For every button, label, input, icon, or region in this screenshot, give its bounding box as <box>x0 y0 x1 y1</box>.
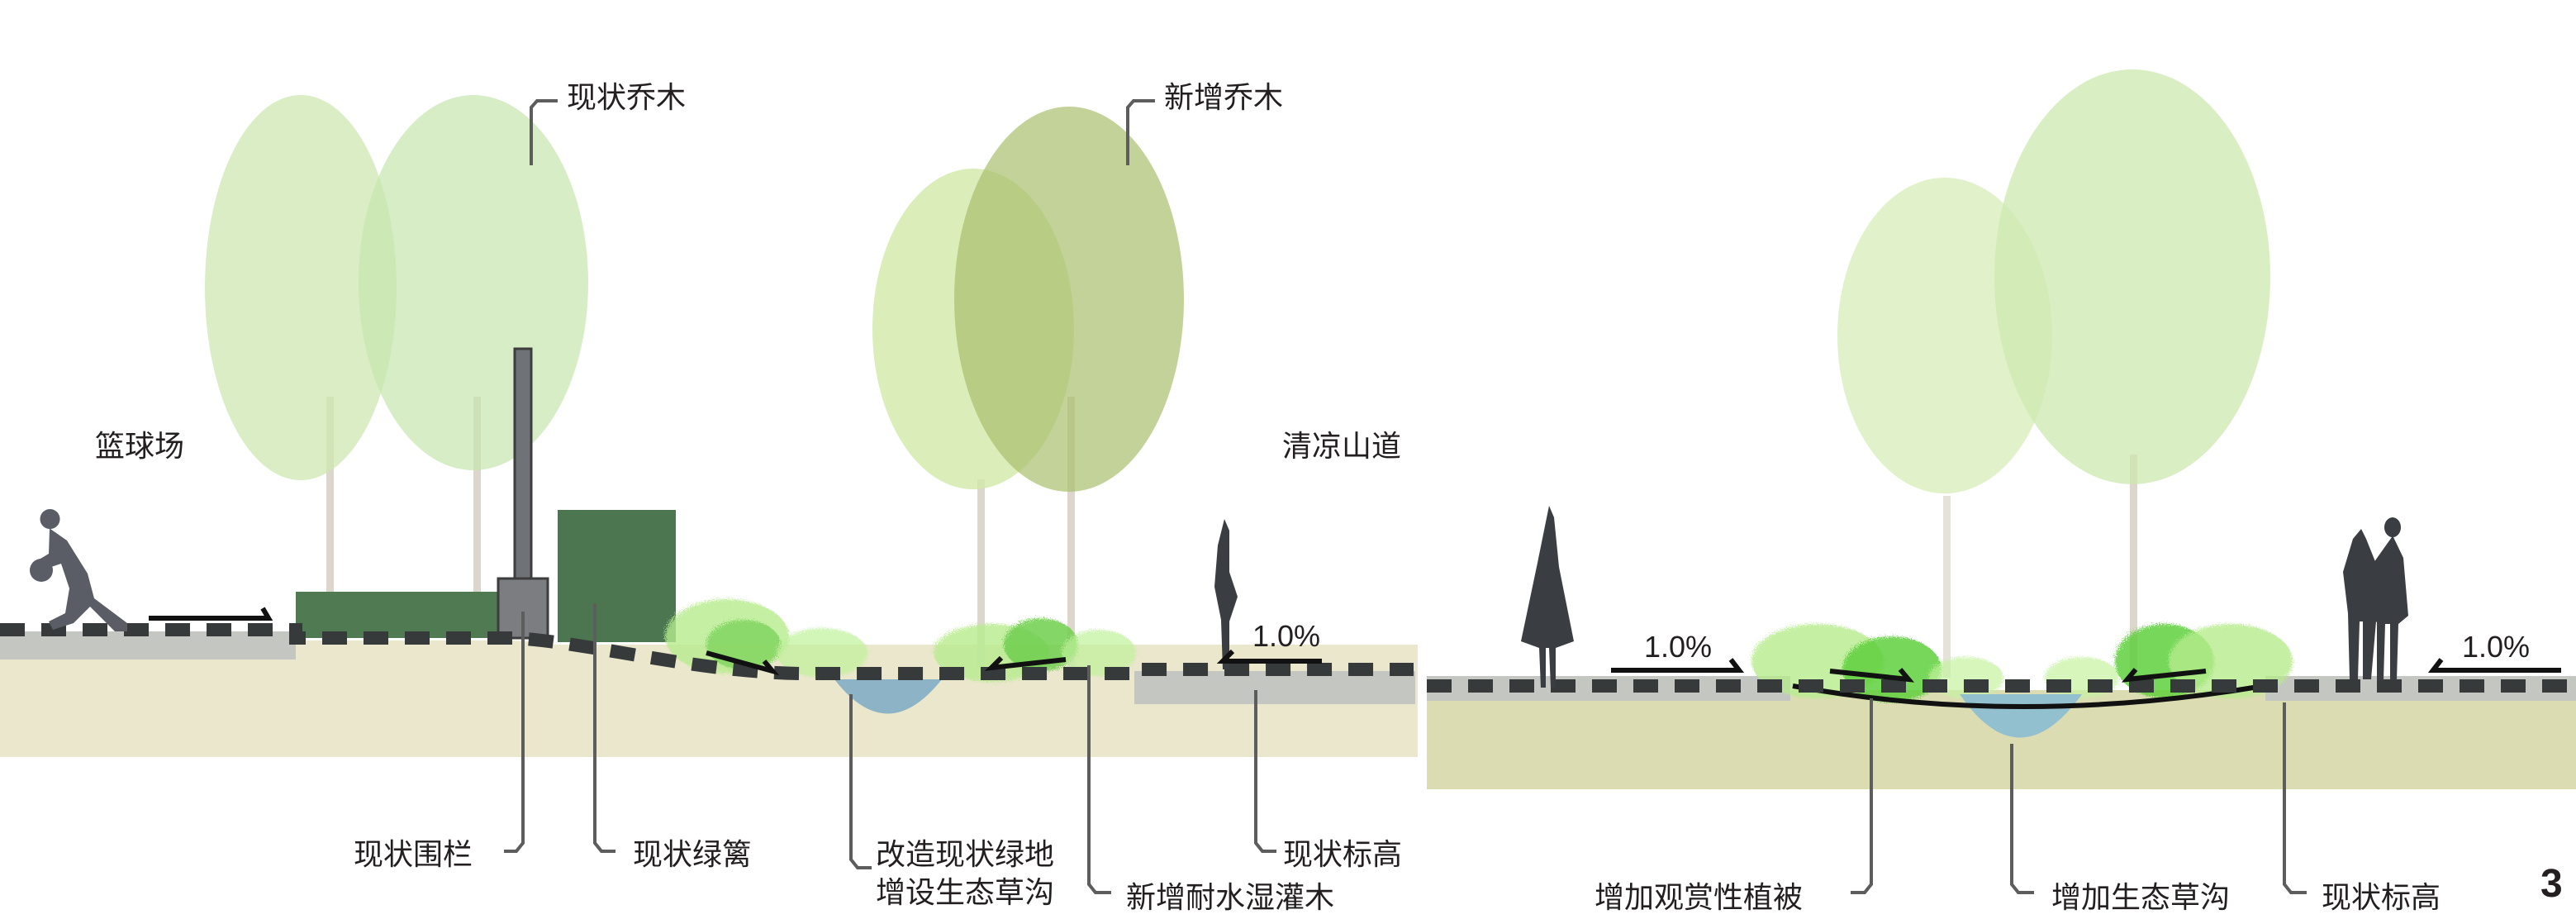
label-renovate-green-2: 增设生态草沟 <box>876 876 1054 910</box>
drain-arrow <box>984 655 1067 671</box>
eco-swale-water <box>834 679 942 714</box>
label-new-wet-shrubs: 新增耐水湿灌木 <box>1126 881 1334 915</box>
right-section: 1.0% 1.0% 增加观赏性植被 增加生态草沟 现状标高 <box>1427 69 2576 915</box>
tall-hedge <box>558 510 676 642</box>
fence-pole <box>513 347 533 585</box>
label-existing-hedge: 现状绿篱 <box>633 838 752 872</box>
soil-mound <box>296 640 1134 686</box>
tree-trunk <box>326 397 334 636</box>
tree-trunk <box>1943 496 1951 678</box>
leader-swale <box>2010 744 2034 894</box>
tree-canopy <box>359 95 588 470</box>
low-hedge <box>296 592 502 638</box>
swale-profile-line <box>1792 683 2265 709</box>
label-ornamental-vegetation: 增加观赏性植被 <box>1595 881 1803 915</box>
tree-trunk <box>2130 455 2137 678</box>
drain-arrow <box>1611 658 1745 673</box>
slope-label-left: 1.0% <box>1644 630 1712 664</box>
couple-silhouette <box>2343 517 2408 680</box>
tree-trunk <box>473 397 481 636</box>
leader-elevation <box>1254 690 1276 853</box>
label-existing-fence: 现状围栏 <box>354 838 473 872</box>
pedestrian-silhouette <box>1214 519 1238 669</box>
ground-line <box>0 623 1414 681</box>
left-section: 现状乔木 新增乔木 篮球场 清凉山道 1.0% 现状围栏 现状绿篱 改造现状绿地… <box>0 81 1418 915</box>
new-trees <box>872 107 1184 669</box>
trees-right <box>1837 69 2270 678</box>
tree-trunk <box>1067 397 1075 669</box>
leader-vegetation <box>1851 698 1873 894</box>
pavement-path <box>1134 671 1415 704</box>
basketball-player-silhouette <box>32 509 127 631</box>
label-basketball-court: 篮球场 <box>95 430 184 464</box>
tree-canopy <box>1994 69 2270 484</box>
leader-hedge <box>593 603 615 853</box>
fence <box>497 347 549 640</box>
slope-label-right: 1.0% <box>2462 630 2530 664</box>
label-qingliang-path: 清凉山道 <box>1282 430 1401 464</box>
slope-label: 1.0% <box>1252 619 1320 653</box>
leader-fence <box>504 612 525 853</box>
drain-arrow <box>706 650 780 676</box>
tree-trunk <box>977 479 985 669</box>
label-new-trees: 新增乔木 <box>1164 81 1283 115</box>
drain-arrow <box>149 607 273 621</box>
label-eco-swale: 增加生态草沟 <box>2051 881 2230 915</box>
basketball <box>30 559 53 582</box>
label-existing-elevation: 现状标高 <box>2322 881 2441 915</box>
tree-canopy <box>205 95 397 480</box>
label-existing-elevation: 现状标高 <box>1283 838 1402 872</box>
woman-silhouette <box>1521 506 1574 688</box>
leader-wet-shrubs <box>1087 665 1111 894</box>
leader-elevation <box>2283 702 2307 894</box>
page-number: 3 <box>2540 862 2563 906</box>
ornamental-vegetation <box>1751 624 2293 702</box>
drain-arrow <box>2427 658 2561 673</box>
drain-arrow <box>1216 649 1322 664</box>
drain-arrow <box>1829 668 1915 683</box>
label-existing-trees: 现状乔木 <box>567 81 686 115</box>
leader-swale <box>849 694 872 869</box>
tree-canopy <box>954 107 1184 492</box>
leader-new-trees <box>1126 99 1155 165</box>
label-renovate-green-1: 改造现状绿地 <box>876 838 1054 872</box>
drain-arrow <box>2121 668 2207 683</box>
leader-existing-trees <box>530 99 558 165</box>
